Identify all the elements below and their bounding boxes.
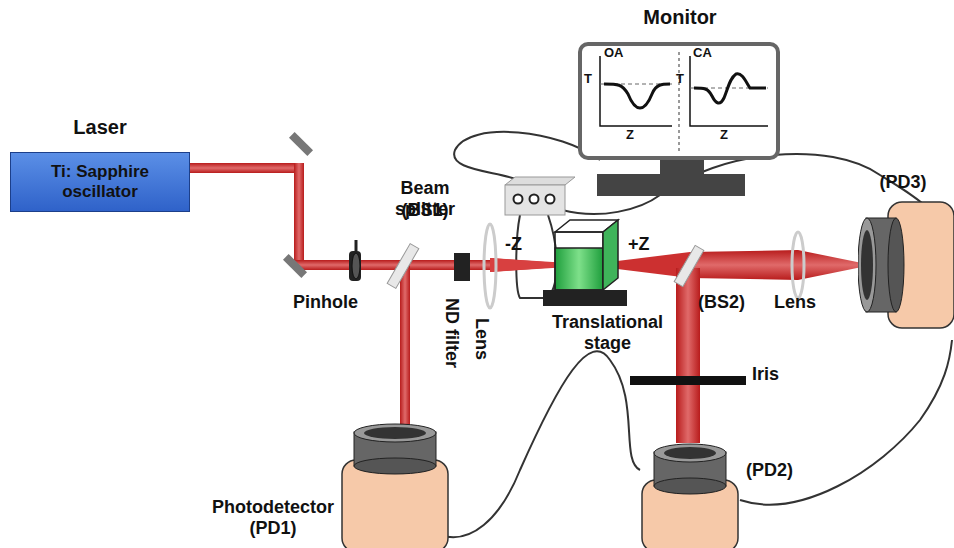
photodetector: (PD2) (640, 440, 740, 548)
node-label: Laser (30, 116, 170, 139)
node-label: (PD3) (855, 172, 951, 193)
photodetector: (PD3) (858, 200, 954, 330)
detector-body (340, 420, 450, 548)
detector-body (858, 200, 954, 330)
part-name: Iris (752, 364, 779, 385)
axis-label: OA (604, 46, 624, 61)
axis-label: CA (693, 46, 712, 61)
part-name: (BS2) (698, 292, 745, 313)
node-label: (PD2) (746, 460, 826, 481)
detector-body (640, 440, 740, 548)
direction-label: +Z (628, 234, 650, 255)
part-name: Lens (774, 292, 816, 313)
cables (440, 132, 952, 537)
axis-label: Z (720, 128, 728, 143)
part-name: (BS1) (370, 200, 480, 221)
axis-label: T (584, 72, 592, 87)
part-name: Pinhole (293, 292, 358, 313)
photodetector: Photodetector (PD1) (340, 420, 450, 548)
laser-source: LaserTi: Sapphire oscillator (10, 152, 190, 212)
node-body: Ti: Sapphire oscillator (14, 162, 186, 201)
part-name: ND filter (441, 298, 462, 368)
direction-label: -Z (505, 234, 522, 255)
part-name: Translational stage (545, 312, 670, 353)
node-label: Monitor (600, 6, 760, 29)
axis-label: Z (626, 128, 634, 143)
axis-label: T (676, 72, 684, 87)
node-label: Photodetector (PD1) (200, 497, 346, 538)
part-name: Lens (471, 318, 492, 360)
